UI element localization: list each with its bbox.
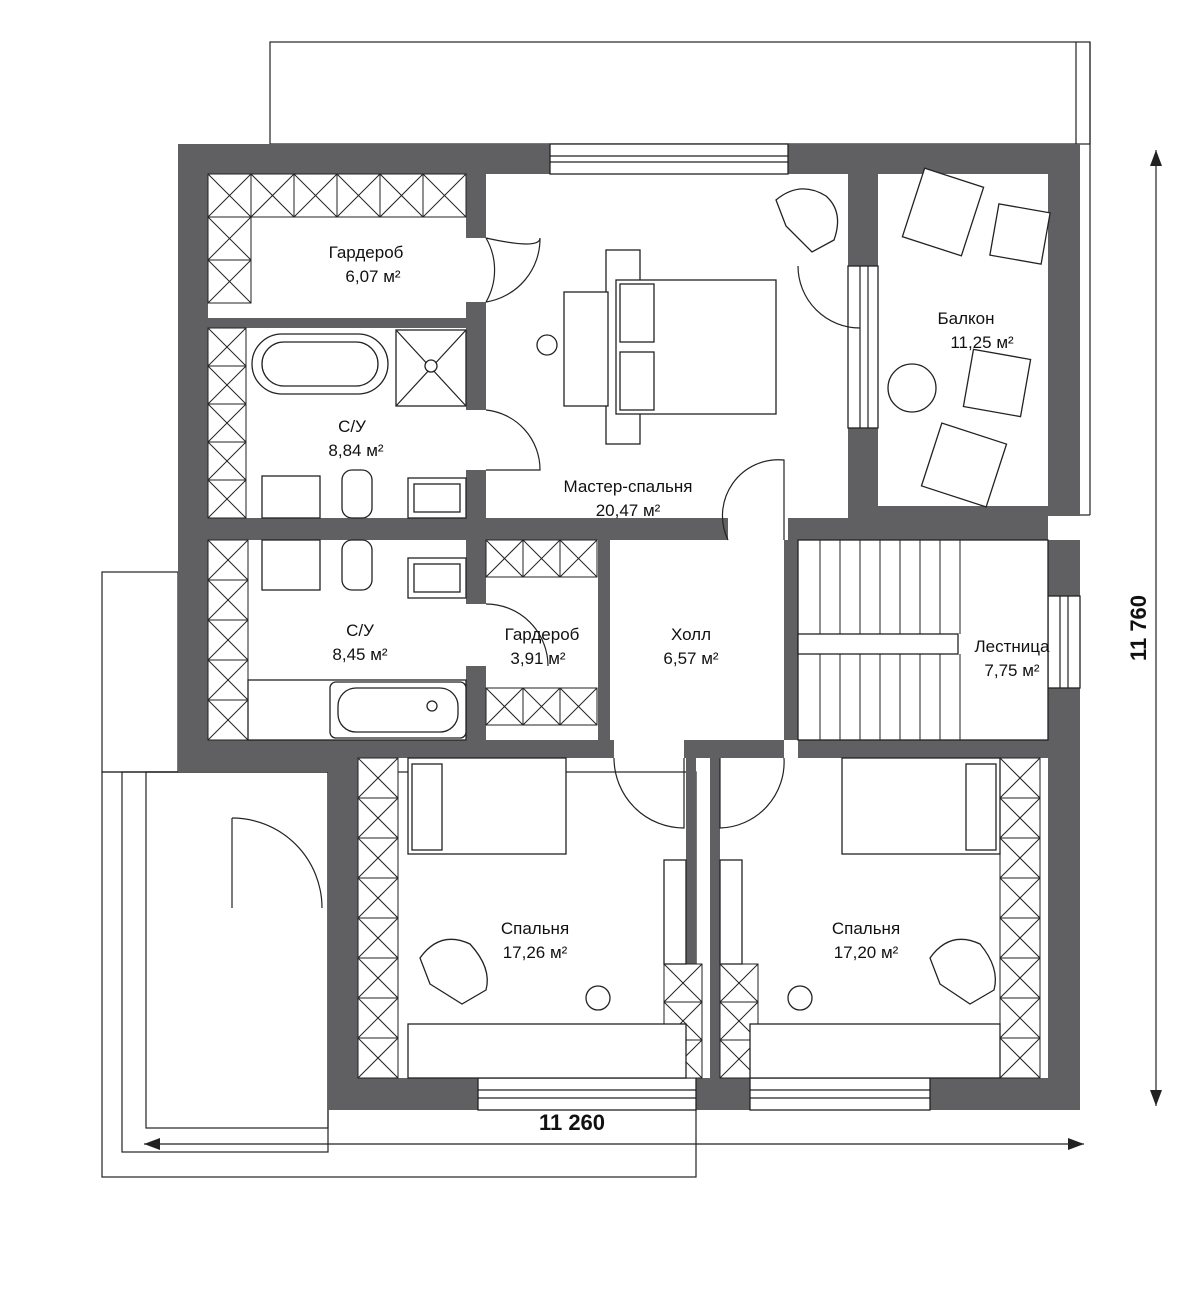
wardrobe1-area: 6,07 м² — [345, 267, 400, 286]
bedroom1-area: 17,26 м² — [503, 943, 568, 962]
master-name: Мастер-спальня — [563, 477, 692, 496]
bath1-area: 8,84 м² — [328, 441, 383, 460]
wardrobe2-name: Гардероб — [505, 625, 580, 644]
bath1-fixtures — [251, 329, 467, 519]
windows — [477, 143, 1081, 1111]
bath1-name: С/У — [338, 417, 366, 436]
bath2-area: 8,45 м² — [332, 645, 387, 664]
height-dimension: 11 760 — [1126, 595, 1151, 661]
balcony-name: Балкон — [937, 309, 994, 328]
doors — [485, 237, 861, 829]
wardrobe1-name: Гардероб — [329, 243, 404, 262]
room-labels: Гардероб 6,07 м² С/У 8,84 м² Мастер-спал… — [328, 243, 1050, 962]
bath2-fixtures — [247, 539, 467, 741]
walls — [178, 144, 1080, 1110]
stairs-name: Лестница — [975, 637, 1051, 656]
hall-area: 6,57 м² — [663, 649, 718, 668]
master-area: 20,47 м² — [596, 501, 661, 520]
balcony-furniture — [887, 167, 1051, 508]
dimension-lines — [144, 150, 1162, 1150]
wardrobe2-area: 3,91 м² — [510, 649, 565, 668]
master-furniture — [536, 188, 839, 445]
hall-name: Холл — [671, 625, 711, 644]
bedroom1-name: Спальня — [501, 919, 569, 938]
bedroom-furniture — [407, 757, 1001, 1079]
bedroom2-area: 17,20 м² — [834, 943, 899, 962]
bath2-name: С/У — [346, 621, 374, 640]
bedroom2-name: Спальня — [832, 919, 900, 938]
staircase — [797, 539, 1049, 741]
width-dimension: 11 260 — [539, 1110, 605, 1135]
wardrobe-shelves — [207, 173, 1041, 1079]
stairs-area: 7,75 м² — [984, 661, 1039, 680]
balcony-area: 11,25 м² — [950, 333, 1014, 352]
